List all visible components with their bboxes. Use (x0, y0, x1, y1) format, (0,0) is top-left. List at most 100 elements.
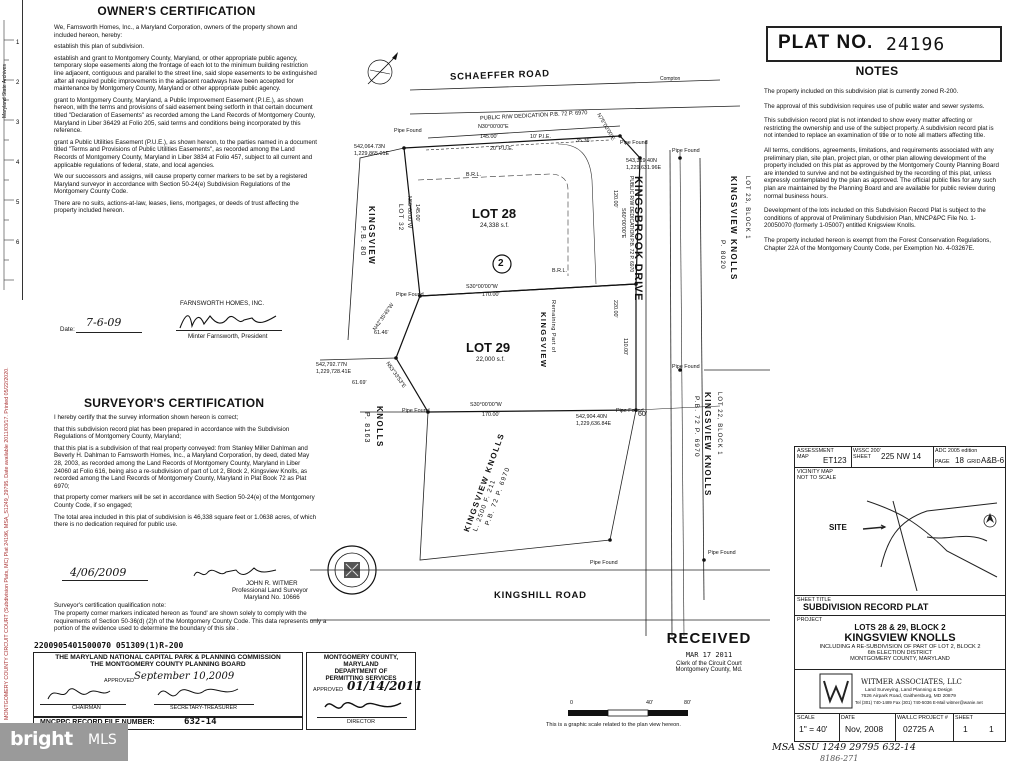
received-date: MAR 17 2011 (685, 651, 733, 659)
neighbor-p-8163: P. 8163 (363, 412, 370, 444)
scale-value: 1" = 40' (799, 724, 828, 734)
handwritten-archive-note: MSA SSU 1249 29795 632-14 (772, 742, 916, 753)
mncppc-approved-date: September 10,2009 (134, 671, 235, 682)
brl-label: B.R.L. (466, 172, 481, 178)
record-code: 2200905401500070 051309(1)R-200 (34, 641, 184, 650)
vicinity-scale: NOT TO SCALE (797, 475, 837, 481)
neighbor-remaining: Remaining Part of (550, 300, 556, 353)
coord-3: 542,792.77N 1,229,728.41E (316, 362, 352, 375)
owners-cert-para: grant a Public Utilities Easement (P.U.E… (54, 138, 317, 169)
director-signature (324, 702, 402, 709)
note-item: The property included hereon is exempt f… (764, 236, 991, 252)
qualification-text: The property corner markers indicated he… (54, 610, 327, 633)
project-line-3: INCLUDING A RE-SUBDIVISION OF PART OF LO… (819, 644, 981, 650)
pipe-found-5: Pipe Found (672, 364, 700, 370)
bearing-west-dist: 145.00' (414, 204, 420, 222)
lot-28-name: LOT 28 (472, 206, 517, 221)
owners-cert-para: establish this plan of subdivision. (54, 43, 145, 51)
project-line-5: MONTGOMERY COUNTY, MARYLAND (850, 656, 950, 662)
vicinity-label: VICINITY MAP (797, 469, 833, 475)
graphic-scale (568, 709, 688, 717)
svg-text:3: 3 (16, 120, 20, 126)
bearing-mid-dist: 170.00' (482, 292, 500, 298)
bright-logo-text: bright (10, 728, 73, 750)
owners-cert-para: We our successors and assigns, will caus… (54, 173, 308, 196)
neighbor-p-8020: P. 8020 (719, 240, 726, 270)
adc-grid-value: A&B-6 (981, 456, 1005, 465)
neighbor-knolls: KNOLLS (375, 406, 384, 448)
bearing-east-dist: 120.00' (612, 190, 618, 208)
bearing-top: N30°00'00"E (478, 124, 509, 130)
svg-text:2: 2 (16, 80, 20, 86)
road-kingshill: KINGSHILL ROAD (494, 590, 587, 601)
surveyors-cert-para: I hereby certify that the survey informa… (54, 414, 239, 421)
bearing-bot-dist: 170.00' (482, 412, 500, 418)
surveyor-date-value: 4/06/2009 (70, 566, 127, 579)
mls-logo-text: MLS (88, 732, 117, 748)
wa-value: 02725 A (903, 724, 935, 734)
firm-line-3: Tel (301) 740-1489 Fax (301) 740-5036 E-… (855, 700, 983, 705)
bearing-east-3: 110.00' (622, 338, 628, 356)
secretary-signature (157, 688, 239, 697)
date-value: Nov, 2008 (845, 724, 884, 734)
surveyors-certification: SURVEYOR'S CERTIFICATION I hereby certif… (54, 396, 322, 533)
setback-label: 60' (638, 411, 648, 418)
pipe-found-1: Pipe Found (394, 128, 422, 134)
lot-29-area: 22,000 s.f. (476, 356, 505, 363)
owners-certification: OWNER'S CERTIFICATION We, Farnsworth Hom… (54, 4, 319, 219)
adc-page-value: 18 (955, 456, 964, 465)
dedication-east: PUBLIC R/W DEDICATION P.B. 72 P. 6970 (628, 176, 634, 273)
sheet-label: SHEET (955, 715, 973, 721)
pipe-found-3: Pipe Found (672, 148, 700, 154)
side-archive-text: MONTGOMERY COUNTY CIRCUIT COURT (Subdivi… (4, 367, 10, 720)
mncppc-file-number: 632-14 (184, 717, 217, 727)
firm-name: WITMER ASSOCIATES, LLC (861, 678, 962, 686)
county-approved-date: 01/14/2011 (347, 679, 423, 693)
pipe-found-2: Pipe Found (620, 140, 648, 146)
surveyors-cert-para: that property corner markers will be set… (54, 494, 315, 509)
svg-text:6: 6 (16, 240, 20, 246)
surveyor-name: JOHN R. WITMER (246, 580, 298, 587)
owner-date-value: 7-6-09 (86, 316, 122, 329)
bearing-mid: S30°00'00"W (466, 284, 498, 290)
scale-label: SCALE (797, 715, 815, 721)
adc-label: ADC 2005 edition (935, 448, 978, 454)
bearing-west: N60°00'00"W (406, 196, 412, 229)
svg-text:5: 5 (16, 200, 20, 206)
director-label: DIRECTOR (347, 719, 376, 725)
pipe-found-8: Pipe Found (590, 560, 618, 566)
lot-28-area: 24,338 s.f. (480, 222, 509, 229)
coord-4: 542,904.40N 1,229,636.84E (576, 414, 612, 427)
firm-line-2: 7626 Airpark Road, Gaithersburg, MD 2087… (861, 694, 956, 699)
bearing-top-dist: 145.00' (480, 134, 498, 140)
owners-cert-para: There are no suits, actions-at-law, leas… (54, 199, 299, 215)
county-line-1: MONTGOMERY COUNTY, MARYLAND (323, 654, 399, 668)
firm-line-1: Land Surveying, Land Planning & Design (865, 688, 953, 693)
plat-number-box: PLAT NO. 24196 (766, 26, 1002, 62)
chairman-label: CHAIRMAN (72, 705, 101, 711)
qualification-title: Surveyor's certification qualification n… (54, 602, 166, 609)
note-item: All terms, conditions, agreements, limit… (764, 146, 999, 200)
pipe-found-9: Pipe Found (708, 550, 736, 556)
neighbor-kingsview-knolls-east-2: KINGSVIEW KNOLLS (703, 392, 712, 497)
note-item: The approval of this subdivision require… (764, 102, 985, 110)
bearing-ln1-dist: 61.46' (374, 330, 389, 336)
svg-text:1: 1 (16, 40, 20, 46)
bearing-ln2-dist: 61.69' (352, 380, 367, 386)
adc-grid-label: GRID (967, 459, 981, 465)
neighbor-pb-80: P.B. 80 (359, 226, 366, 257)
mncppc-line-1: THE MARYLAND NATIONAL CAPITAL PARK & PLA… (55, 654, 281, 661)
surveyors-cert-para: The total area included in this plat of … (54, 513, 317, 529)
project-line-1: LOTS 28 & 29, BLOCK 2 (854, 623, 946, 632)
firm-logo (819, 673, 853, 709)
note-item: This subdivision record plat is not inte… (764, 117, 994, 140)
owner-signature (179, 315, 277, 329)
bearing-east: S60°00'00"E (620, 208, 626, 239)
brl-label-2: B.R.L. (552, 268, 567, 274)
north-arrow (367, 52, 398, 85)
pipe-found-4: Pipe Found (396, 292, 424, 298)
project-line-4: 6th ELECTION DISTRICT (867, 650, 933, 656)
project-line-2: KINGSVIEW KNOLLS (844, 632, 956, 644)
mncppc-approval-box: THE MARYLAND NATIONAL CAPITAL PARK & PLA… (33, 652, 303, 718)
pipe-found-6: Pipe Found (402, 408, 430, 414)
